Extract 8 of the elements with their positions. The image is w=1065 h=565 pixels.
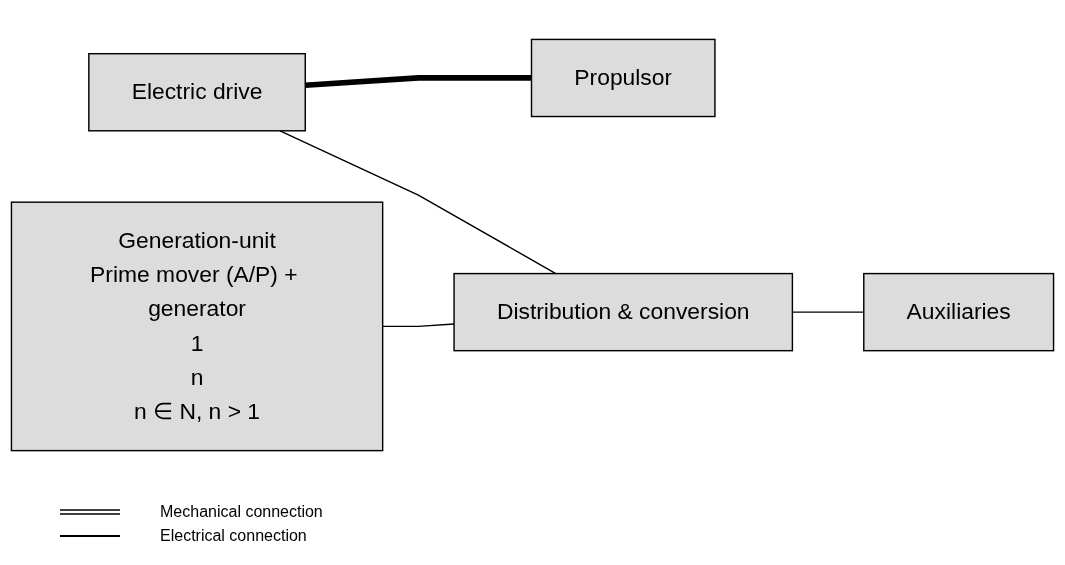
node-box: Distribution & conversion (453, 273, 794, 352)
node-box: Propulsor (530, 39, 716, 118)
legend-text: Electrical connection (160, 527, 307, 545)
node-box: Generation-unit Prime mover (A/P) + generator 1 n n ∈ N, n > 1 (10, 201, 384, 452)
legend-text: Mechanical connection (160, 503, 323, 521)
node-box: Electric drive (88, 53, 306, 132)
node-box: Auxiliaries (863, 273, 1055, 352)
connector (305, 75, 532, 89)
